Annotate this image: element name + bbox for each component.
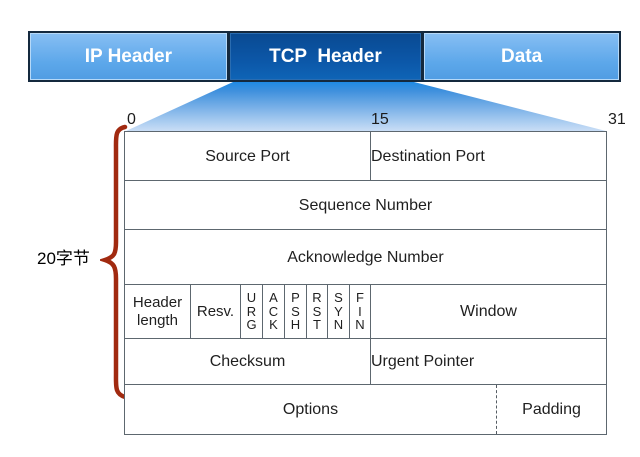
field-checksum: Checksum	[125, 339, 371, 384]
tcp-header-table: Source Port Destination Port Sequence Nu…	[124, 131, 607, 435]
field-options: Options	[282, 401, 339, 418]
flag-syn: S Y N	[328, 285, 350, 338]
segment-data: Data	[424, 33, 619, 80]
row-ports: Source Port Destination Port	[125, 132, 606, 181]
bit-label-15: 15	[371, 111, 389, 128]
packet-bar: IP Header TCP Header Data	[28, 31, 621, 82]
field-padding: Padding	[496, 385, 606, 434]
field-header-length: Header length	[125, 285, 191, 338]
segment-data-label: Data	[500, 45, 543, 67]
size-label: 20字节	[37, 249, 90, 268]
segment-tcp-header: TCP Header	[229, 33, 422, 80]
row-flags: Header length Resv. U R G A C K P S H R …	[125, 285, 606, 339]
segment-ip-header-label: IP Header	[84, 45, 173, 67]
flag-rst: R S T	[307, 285, 328, 338]
bit-label-0: 0	[127, 111, 136, 128]
field-reserved: Resv.	[191, 285, 241, 338]
segment-ip-header: IP Header	[30, 33, 227, 80]
flag-ack: A C K	[263, 285, 285, 338]
field-sequence-number: Sequence Number	[298, 196, 433, 214]
field-window: Window	[460, 303, 517, 320]
row-acknowledge-number: Acknowledge Number	[125, 230, 606, 285]
row-sequence-number: Sequence Number	[125, 181, 606, 230]
segment-tcp-header-label: TCP Header	[269, 45, 382, 67]
field-source-port: Source Port	[125, 132, 371, 180]
field-acknowledge-number: Acknowledge Number	[287, 248, 444, 266]
field-urgent-pointer: Urgent Pointer	[371, 353, 475, 370]
row-options: Options Padding	[125, 385, 606, 434]
flag-psh: P S H	[285, 285, 307, 338]
flag-urg: U R G	[241, 285, 263, 338]
row-checksum: Checksum Urgent Pointer	[125, 339, 606, 385]
field-destination-port: Destination Port	[371, 147, 485, 165]
flag-fin: F I N	[350, 285, 371, 338]
bit-label-31: 31	[608, 111, 626, 128]
